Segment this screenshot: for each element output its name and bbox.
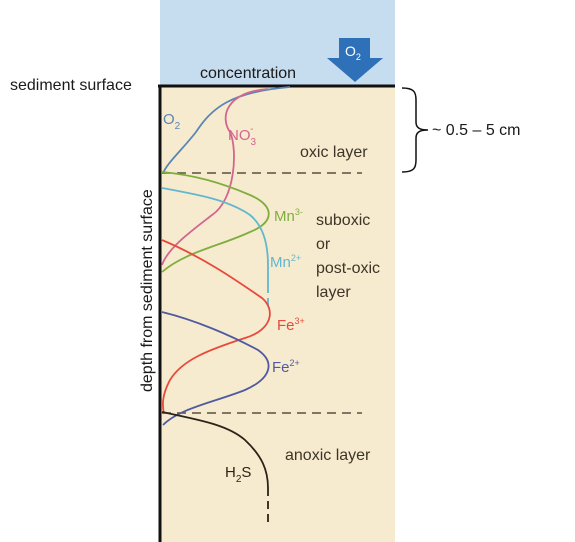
o2-arrow-label: O bbox=[345, 43, 356, 59]
fe3-curve bbox=[161, 239, 271, 415]
fe3-species-label: Fe3+ bbox=[277, 316, 305, 334]
depth-axis-label: depth from sediment surface bbox=[139, 189, 156, 392]
oxic-layer-label: oxic layer bbox=[300, 144, 368, 161]
sediment-surface-label: sediment surface bbox=[10, 77, 132, 94]
suboxic-line-3: post-oxic bbox=[316, 260, 380, 277]
o2-curve bbox=[162, 86, 291, 174]
no3-species-label: NO3- bbox=[228, 124, 257, 148]
no3-curve bbox=[161, 88, 269, 266]
o2-arrow-subscript: 2 bbox=[356, 52, 361, 62]
brace-label: ~ 0.5 – 5 cm bbox=[432, 122, 521, 139]
suboxic-line-4: layer bbox=[316, 284, 351, 301]
h2s-curve bbox=[161, 411, 269, 489]
brace-icon bbox=[401, 87, 429, 173]
fe2-species-label: Fe2+ bbox=[272, 358, 300, 376]
svg-text:O2: O2 bbox=[345, 43, 361, 62]
mn2-curve bbox=[161, 187, 269, 285]
suboxic-line-2: or bbox=[316, 236, 331, 253]
o2-species-label: O2 bbox=[163, 111, 181, 132]
sediment-body bbox=[160, 86, 395, 542]
concentration-label: concentration bbox=[200, 65, 296, 82]
o2-arrow-icon: O2 bbox=[327, 38, 383, 82]
suboxic-line-1: suboxic bbox=[316, 212, 370, 229]
mn2-species-label: Mn2+ bbox=[270, 253, 301, 271]
h2s-species-label: H2S bbox=[225, 464, 251, 485]
anoxic-layer-label: anoxic layer bbox=[285, 447, 371, 464]
fe2-curve bbox=[161, 311, 270, 426]
suboxic-layer-label: suboxic or post-oxic layer bbox=[316, 212, 380, 301]
mn3-species-label: Mn3- bbox=[274, 207, 303, 225]
mn3-curve bbox=[161, 171, 270, 273]
